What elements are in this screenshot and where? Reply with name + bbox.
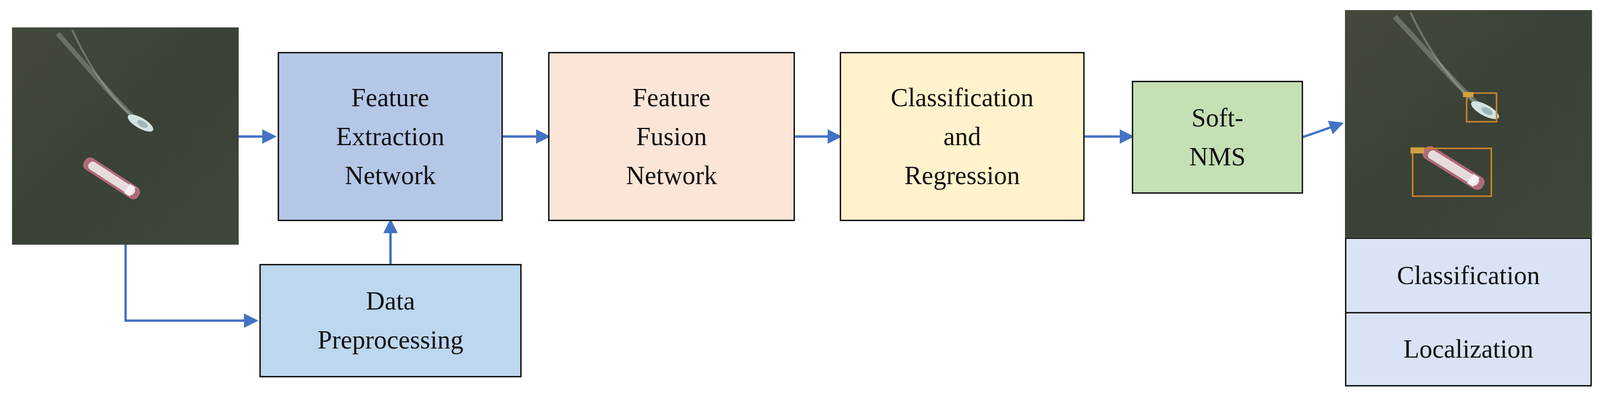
output-arrow [1303, 123, 1342, 138]
process-box: Classification and Regression [839, 51, 1085, 222]
input-arrow [238, 135, 275, 139]
output-label-box: Classification [1344, 237, 1592, 314]
box-label: Classification and Regression [885, 78, 1040, 196]
box-label: Localization [1403, 330, 1534, 370]
box-label: Data Preprocessing [308, 281, 473, 360]
flow-arrow [502, 135, 549, 139]
flow-arrow [389, 221, 392, 265]
box-label: Feature Extraction Network [320, 78, 461, 196]
box-label: Soft-NMS [1181, 98, 1254, 177]
input-arrow [125, 244, 256, 321]
flow-arrow [1084, 135, 1132, 139]
process-box: Soft-NMS [1131, 80, 1304, 194]
box-label: Feature Fusion Network [601, 78, 742, 196]
output-label-box: Localization [1344, 312, 1592, 387]
process-box: Feature Fusion Network [548, 51, 795, 222]
process-box: Feature Extraction Network [277, 51, 503, 222]
flow-arrow [794, 135, 840, 139]
satellite-result-image [1344, 10, 1592, 238]
box-label: Classification [1396, 256, 1540, 296]
satellite-image [12, 27, 239, 245]
process-box: Data Preprocessing [259, 264, 522, 378]
